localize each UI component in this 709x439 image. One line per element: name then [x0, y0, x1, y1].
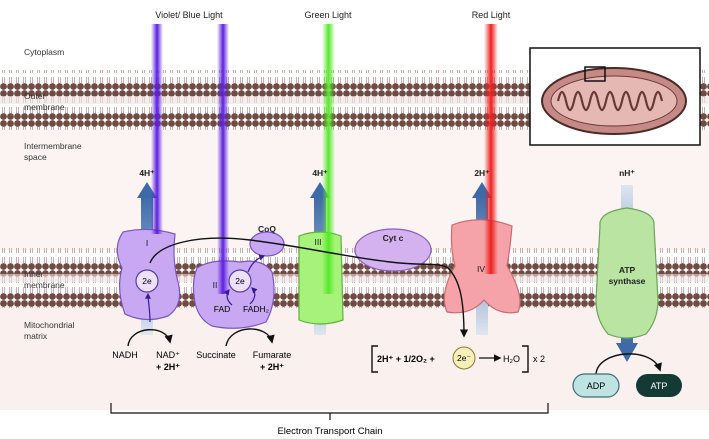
complex-i-label: I: [146, 238, 148, 248]
fumarate-label: Fumarate: [253, 350, 292, 360]
nadh-label: NADH: [112, 350, 138, 360]
matrix-label-2: matrix: [24, 331, 48, 341]
proton-label-c4: 2H⁺: [474, 168, 490, 178]
adp-to-atp-arrow: [595, 353, 662, 375]
intermembrane-label-2: space: [24, 152, 47, 162]
violet-light-beam-1: [151, 24, 163, 234]
electron-path: [149, 237, 469, 338]
c2-inner-arrow: [223, 289, 233, 306]
water-label: H₂O: [503, 354, 520, 364]
succinate-to-fumarate-arrow: [225, 328, 275, 347]
fad-label: FAD: [214, 304, 231, 314]
etc-title: Electron Transport Chain: [277, 426, 382, 437]
inner-membrane-label-1: Inner: [24, 269, 44, 279]
outer-membrane-label-2: membrane: [24, 102, 65, 112]
proton-label-c1: 4H⁺: [139, 168, 155, 178]
red-light-beam: [484, 24, 498, 274]
c1-inner-arrow: [145, 292, 152, 323]
water-reaction: 2H⁺ + 1/2O₂ + 2e⁻ H₂O x 2: [371, 345, 545, 373]
adp-label: ADP: [587, 381, 606, 391]
atp-synthase-label-2: synthase: [609, 276, 646, 286]
atp-label: ATP: [651, 381, 668, 391]
nad-protons-label: + 2H⁺: [156, 362, 180, 372]
nadh-to-nad-arrow: [127, 328, 173, 347]
times-two-label: x 2: [533, 354, 545, 364]
matrix-label-1: Mitochondrial: [24, 320, 75, 330]
complex-ii: [192, 260, 275, 329]
complex-iv-label: IV: [477, 264, 485, 274]
proton-label-c3: 4H⁺: [312, 168, 328, 178]
c2-to-coq-arrow: [247, 254, 266, 273]
electron-label-c1: 2e: [142, 276, 152, 286]
atp-synthase-label-1: ATP: [619, 265, 636, 275]
reaction-left-label: 2H⁺ + 1/2O₂ +: [377, 354, 435, 364]
fumarate-protons-label: + 2H⁺: [260, 362, 284, 372]
cyt-c-label: Cyt c: [383, 233, 404, 243]
intermembrane-label-1: Intermembrane: [24, 141, 82, 151]
atp-pill: [636, 374, 682, 397]
coq-shape: [249, 231, 285, 257]
adp-pill: [572, 373, 620, 398]
complex-iii-label: III: [314, 237, 321, 247]
electron-2e-minus-label: 2e⁻: [457, 353, 471, 363]
complex-iv: [443, 219, 521, 314]
mitochondrion-inset: [529, 47, 701, 146]
outer-membrane-label-1: Outer: [24, 91, 45, 101]
coq-label: CoQ: [258, 224, 276, 234]
fadh2-label: FADH₂: [243, 304, 269, 314]
cytoplasm-label: Cytoplasm: [24, 47, 64, 57]
atp-synthase: [595, 207, 659, 339]
c2-fadh2-arrow: [249, 287, 258, 305]
red-light-label: Red Light: [472, 10, 511, 20]
nad-label: NAD⁺: [156, 350, 180, 360]
succinate-label: Succinate: [196, 350, 236, 360]
green-light-beam: [322, 24, 335, 294]
electron-circle-c1: [135, 269, 159, 293]
green-light-label: Green Light: [304, 10, 352, 20]
proton-label-atp: nH⁺: [619, 168, 635, 178]
complex-ii-label: II: [213, 280, 218, 290]
violet-light-beam-2: [217, 24, 229, 294]
violet-light-label: Violet/ Blue Light: [155, 10, 223, 20]
electron-circle-c2: [228, 269, 252, 293]
electron-label-c2: 2e: [235, 276, 245, 286]
inner-membrane-label-2: membrane: [24, 280, 65, 290]
